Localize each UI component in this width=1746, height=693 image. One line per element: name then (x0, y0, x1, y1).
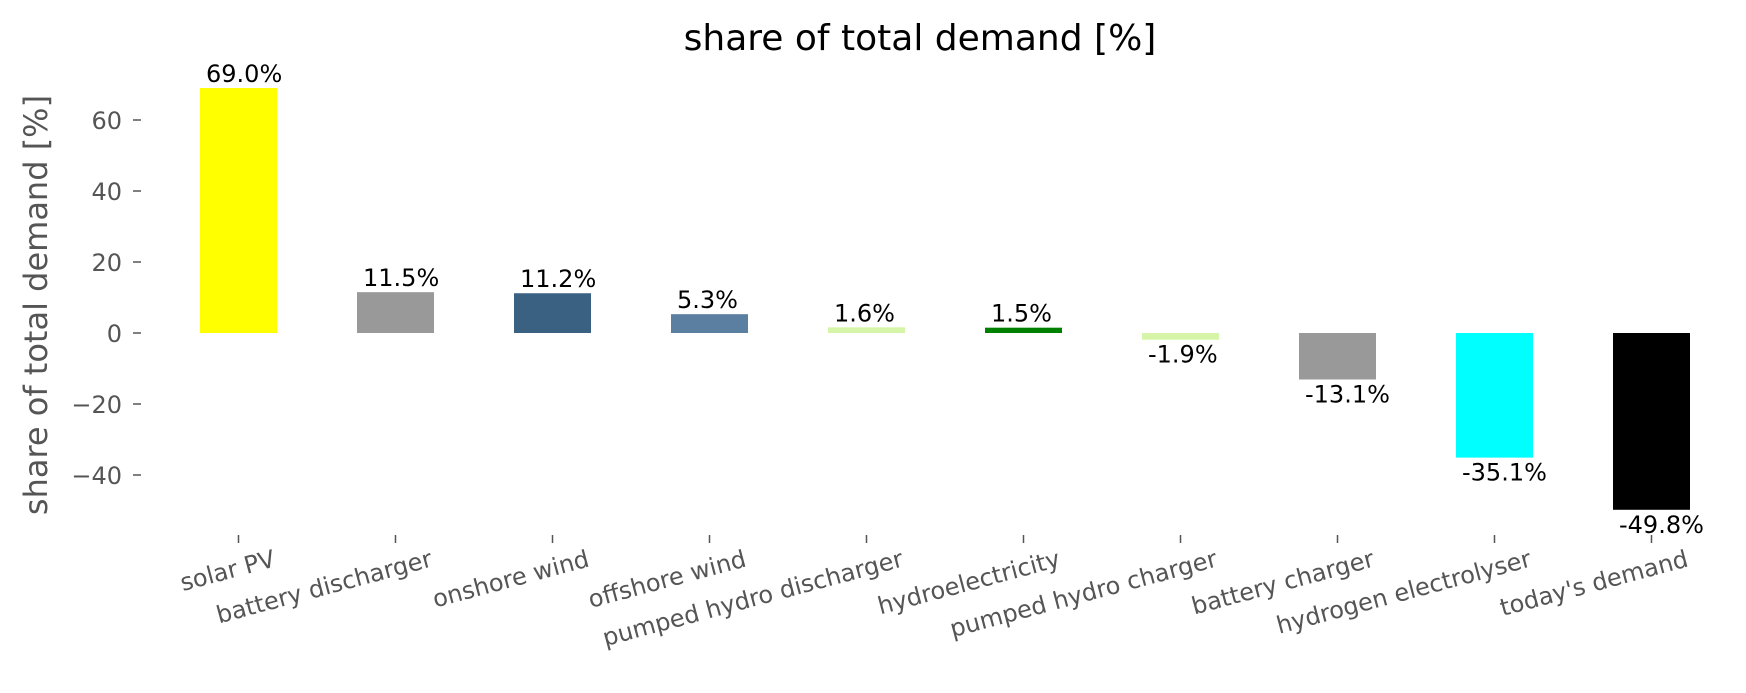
data-label: 1.5% (991, 300, 1052, 328)
bars (200, 88, 1690, 510)
data-label: -35.1% (1462, 459, 1547, 487)
bar (200, 88, 277, 333)
data-label: -49.8% (1619, 511, 1704, 539)
bar (1456, 333, 1533, 458)
y-axis-label: share of total demand [%] (17, 95, 55, 515)
y-tick-label: −40 (71, 462, 122, 490)
data-label: 11.5% (363, 264, 439, 292)
data-label: -1.9% (1148, 341, 1218, 369)
data-label: 1.6% (834, 299, 895, 327)
y-tick-label: 60 (91, 107, 122, 135)
bar (671, 314, 748, 333)
bar (828, 327, 905, 333)
bar (1299, 333, 1376, 380)
data-label: 5.3% (677, 286, 738, 314)
bar (514, 293, 591, 333)
y-tick-label: 40 (91, 178, 122, 206)
x-tick-label: hydrogen electrolyser (1273, 545, 1534, 640)
data-label: 11.2% (520, 265, 596, 293)
y-tick-label: 0 (107, 320, 122, 348)
x-tick-label: onshore wind (430, 545, 593, 614)
data-labels: 69.0% 11.5% 11.2% 5.3% 1.6% 1.5% -1.9% -13.1% -3… (206, 60, 1704, 539)
chart-title: share of total demand [%] (684, 18, 1157, 59)
y-axis: 60 40 20 0 −20 −40 (71, 107, 141, 490)
x-tick-label: pumped hydro charger (947, 545, 1220, 643)
bar (1613, 333, 1690, 510)
bar (357, 292, 434, 333)
data-label: 69.0% (206, 60, 282, 88)
bar (985, 327, 1062, 333)
y-tick-label: 20 (91, 249, 122, 277)
y-tick-label: −20 (71, 391, 122, 419)
bar (1142, 333, 1219, 340)
data-label: -13.1% (1305, 381, 1390, 409)
